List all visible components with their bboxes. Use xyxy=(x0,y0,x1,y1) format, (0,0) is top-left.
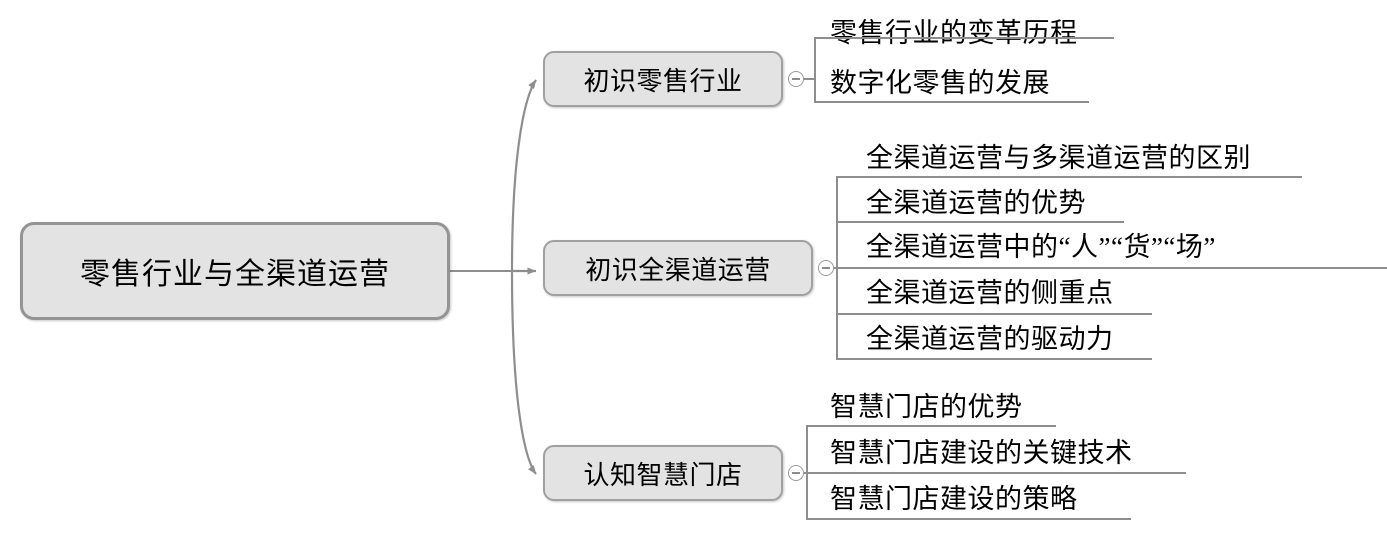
branch-stem-0 xyxy=(804,78,816,80)
leaf-label-1-0[interactable]: 全渠道运营与多渠道运营的区别 xyxy=(866,143,1251,173)
mindmap-branch-node-1[interactable]: 初识全渠道运营 xyxy=(543,240,813,296)
connector-root-to-branch-0 xyxy=(510,79,537,272)
leaf-rule-2-0 xyxy=(806,425,1056,427)
leaf-rule-2-2 xyxy=(806,518,1131,520)
leaf-label-0-1[interactable]: 数字化零售的发展 xyxy=(830,68,1050,98)
mindmap-branch-node-2[interactable]: 认知智慧门店 xyxy=(543,445,783,501)
leaf-label-1-1[interactable]: 全渠道运营的优势 xyxy=(866,188,1086,218)
leaf-label-1-4[interactable]: 全渠道运营的驱动力 xyxy=(866,324,1114,354)
leaf-rule-1-2 xyxy=(836,267,1387,269)
connector-root-to-branch-2 xyxy=(510,270,537,475)
leaf-label-1-3[interactable]: 全渠道运营的侧重点 xyxy=(866,278,1114,308)
leaf-rule-1-1 xyxy=(836,221,1124,223)
leaf-label-0-0[interactable]: 零售行业的变革历程 xyxy=(830,18,1078,48)
leaf-label-2-0[interactable]: 智慧门店的优势 xyxy=(830,392,1023,422)
leaf-label-2-2[interactable]: 智慧门店建设的策略 xyxy=(830,484,1078,514)
branch-spine-0 xyxy=(814,37,816,103)
leaf-rule-1-3 xyxy=(836,313,1152,315)
collapse-minus-circle-icon-2[interactable] xyxy=(788,465,804,481)
leaf-label-1-2[interactable]: 全渠道运营中的“人”“货”“场” xyxy=(866,232,1216,262)
collapse-minus-circle-icon-0[interactable] xyxy=(788,71,804,87)
mindmap-root-node[interactable]: 零售行业与全渠道运营 xyxy=(20,222,450,320)
leaf-label-2-1[interactable]: 智慧门店建设的关键技术 xyxy=(830,438,1133,468)
collapse-minus-circle-icon-1[interactable] xyxy=(818,260,834,276)
leaf-rule-1-0 xyxy=(836,176,1302,178)
leaf-rule-0-0 xyxy=(814,37,1114,39)
leaf-rule-1-4 xyxy=(836,358,1152,360)
mindmap-branch-node-0[interactable]: 初识零售行业 xyxy=(543,51,783,107)
leaf-rule-0-1 xyxy=(814,101,1089,103)
branch-spine-2 xyxy=(806,425,808,518)
leaf-rule-2-1 xyxy=(806,472,1186,474)
